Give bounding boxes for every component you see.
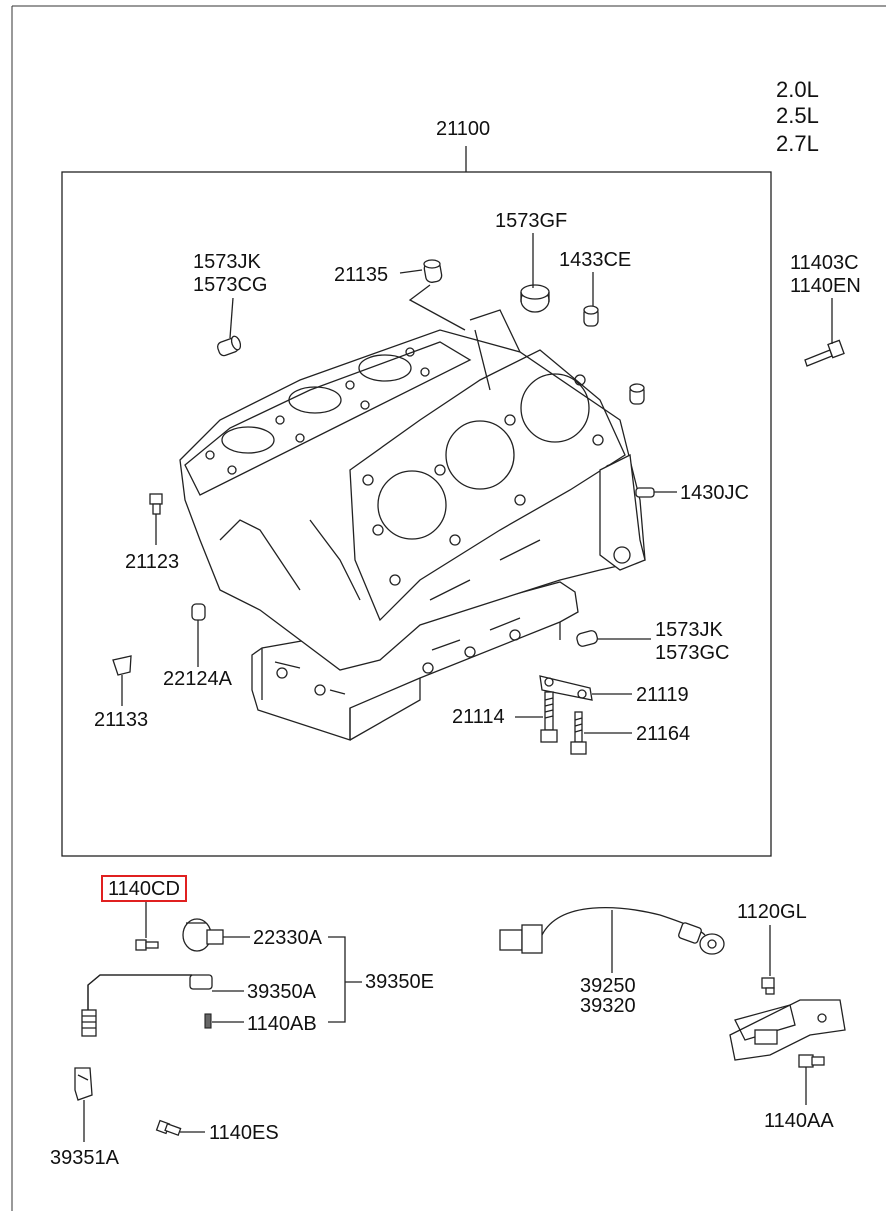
dowel-1433ce-icon	[583, 305, 599, 327]
knock-sensor-harness-icon	[499, 906, 725, 955]
part-1573jk-top[interactable]: 1573JK	[193, 251, 261, 273]
part-1573gf[interactable]: 1573GF	[495, 210, 568, 232]
part-39320[interactable]: 39320	[580, 995, 636, 1017]
bolt-1120gl-icon	[761, 977, 775, 995]
plug-1573jk-icon	[216, 335, 242, 357]
part-21123[interactable]: 21123	[125, 551, 180, 573]
part-1140es[interactable]: 1140ES	[209, 1122, 279, 1144]
plug-21135-icon	[423, 259, 443, 283]
part-21133[interactable]: 21133	[94, 709, 149, 731]
bracket-icon	[729, 999, 846, 1061]
part-21164[interactable]: 21164	[636, 723, 691, 745]
variant-2-7l: 2.7L	[776, 131, 819, 156]
part-21114[interactable]: 21114	[452, 706, 505, 728]
leader-21135-b	[408, 284, 466, 331]
clip-39351a-icon	[74, 1067, 93, 1101]
plug-1573gc-icon	[576, 630, 598, 647]
leader-1573jk	[229, 297, 234, 339]
bolt-11403c-icon	[804, 339, 845, 367]
plug-21133-icon	[112, 655, 132, 676]
bolt-1140cd-icon	[135, 939, 159, 951]
bolt-1140es-icon	[155, 1119, 182, 1136]
part-1140ab[interactable]: 1140AB	[247, 1013, 317, 1035]
dowel-22124a-icon	[191, 603, 206, 621]
bolt-21123-icon	[149, 493, 163, 515]
leader-39350e	[328, 936, 362, 1023]
part-21135[interactable]: 21135	[334, 264, 389, 286]
bolt-21114-icon	[540, 691, 558, 743]
part-1140en[interactable]: 1140EN	[790, 275, 861, 297]
part-39250[interactable]: 39250	[580, 975, 636, 997]
pin-1430jc-icon	[635, 487, 655, 498]
part-21119[interactable]: 21119	[636, 684, 689, 706]
variant-2-0l: 2.0L	[776, 77, 819, 102]
plate-21119-icon	[539, 675, 593, 701]
part-39350a[interactable]: 39350A	[247, 981, 316, 1003]
part-1573gc[interactable]: 1573GC	[655, 642, 730, 664]
part-1433ce[interactable]: 1433CE	[559, 249, 632, 271]
part-39350e[interactable]: 39350E	[365, 971, 434, 993]
engine-block-icon	[179, 309, 646, 741]
part-11403c[interactable]: 11403C	[790, 252, 859, 274]
part-1120gl[interactable]: 1120GL	[737, 901, 807, 923]
part-1140aa[interactable]: 1140AA	[764, 1110, 834, 1132]
bolt-21164-icon	[570, 711, 587, 755]
part-1573jk-bottom[interactable]: 1573JK	[655, 619, 723, 641]
block-assembly-frame	[61, 171, 772, 857]
harness-39350a-icon	[81, 974, 213, 1037]
screw-1140ab-icon	[204, 1013, 212, 1029]
part-22330a[interactable]: 22330A	[253, 927, 322, 949]
part-1140cd-highlighted[interactable]: 1140CD	[101, 875, 187, 902]
part-21100[interactable]: 21100	[436, 118, 491, 140]
variant-2-5l: 2.5L	[776, 103, 819, 128]
bolt-1140aa-icon	[798, 1054, 825, 1068]
leader-21135	[399, 269, 423, 274]
part-39351a[interactable]: 39351A	[50, 1147, 119, 1169]
part-1573cg[interactable]: 1573CG	[193, 274, 268, 296]
plug-1573gf-icon	[520, 284, 550, 313]
part-1430jc[interactable]: 1430JC	[680, 482, 749, 504]
dowel-right-icon	[629, 383, 645, 405]
sensor-22330a-icon	[182, 918, 224, 952]
part-22124a[interactable]: 22124A	[163, 668, 232, 690]
